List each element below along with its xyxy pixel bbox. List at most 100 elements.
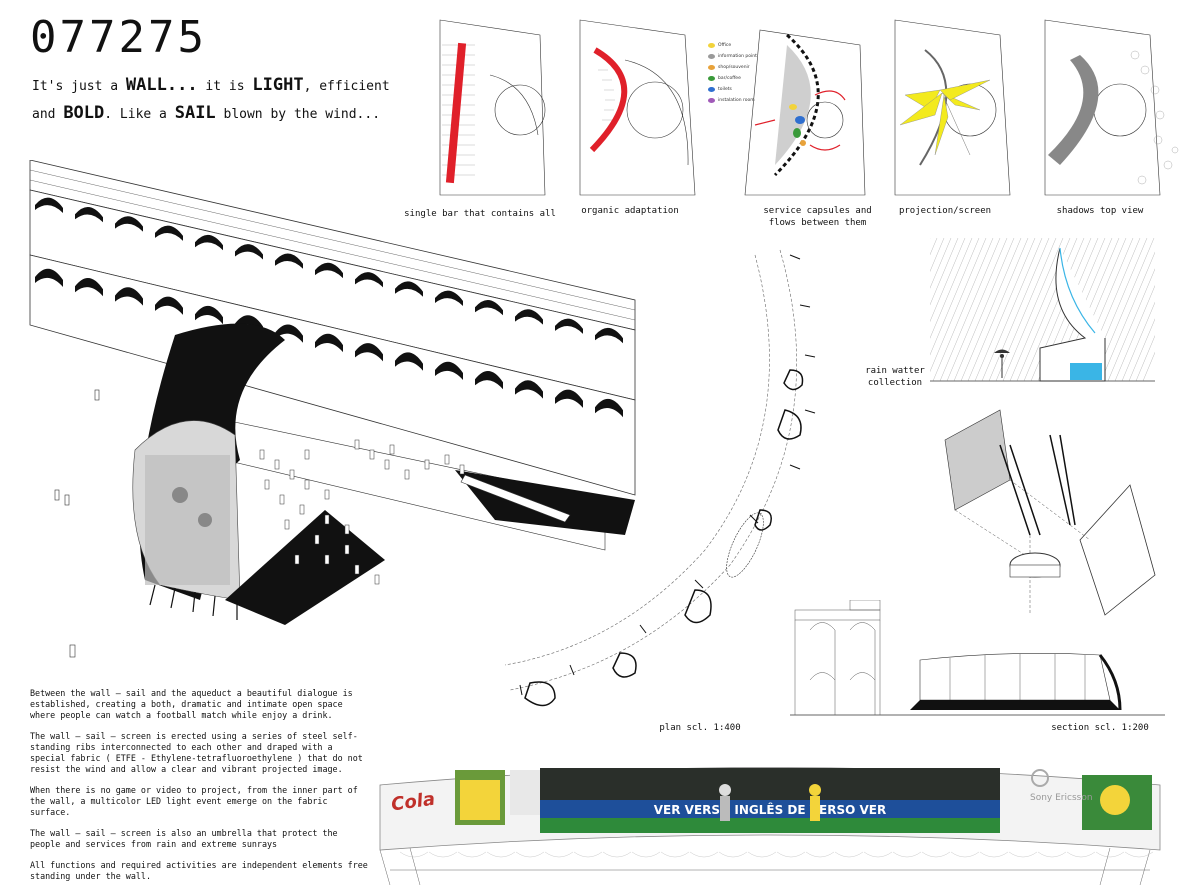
arch-shadow [35,268,63,287]
rain-line [930,238,959,306]
structure-axo [944,409,1156,616]
banner-scallop [457,851,487,858]
legend-label: information point [718,54,757,59]
person-figure [314,534,320,545]
diagram-service-capsules [744,29,866,196]
legend-label: Office [718,43,732,48]
rain-line [953,238,1015,382]
red-bar [445,42,467,184]
arch-shadow [395,281,423,297]
person-figure [279,494,285,505]
legend-swatch [708,43,715,48]
banner-screen: VER VERSO INGLÊS DE VERSO VER Sony Erics… [379,767,1161,885]
rain-line [939,238,1001,382]
rain-section [930,238,1155,383]
red-curve [589,47,628,153]
legend-swatch [708,54,715,59]
diagram-organic-adaptation [579,19,696,196]
rain-label: rain watter collection [865,366,925,388]
person-figure [324,554,330,565]
rain-line [981,238,1043,382]
rain-line [1114,285,1155,382]
banner-scallop [1124,851,1154,858]
banner-scallop [689,851,719,858]
description-paragraph: Between the wall – sail and the aqueduct… [30,688,353,720]
person-figure [374,574,380,585]
banner-scallop [950,851,980,858]
rain-line [1135,335,1155,382]
plan-label: plan scl. 1:400 [659,723,741,733]
banner-scallop [660,851,690,858]
person-figure [344,544,350,555]
arch-shadow [35,197,63,213]
arch-shadow [75,206,103,223]
legend-label: bar/coffee [718,76,741,81]
rain-line [932,238,994,382]
arch-shadow [115,216,143,232]
arch-shadow [355,343,383,362]
legend: Office information point shop/souvenir bar/… [708,40,778,106]
legend-item: toilets [708,84,778,95]
section-label: section scl. 1:200 [1051,723,1149,733]
legend-item: Office [708,40,778,51]
caption-service-capsules: service capsules and flows between them [763,206,872,228]
arch-shadow [195,305,223,325]
legend-item: shop/souvenir [708,62,778,73]
legend-swatch [708,65,715,70]
arch-shadow [515,380,543,399]
banner-scallop [573,851,603,858]
banner-scallop [486,851,516,858]
banner-scallop [747,851,777,858]
arch-shadow [355,272,383,288]
banner-scallop [776,851,806,858]
arch-shadow [555,318,583,334]
arch-shadow [275,253,303,269]
arch-shadow [275,324,303,343]
banner-brand-right: Sony Ericsson [1030,793,1093,803]
banner-scallop [834,851,864,858]
rain-line [1107,268,1155,382]
arch-shadow [315,262,343,279]
axonometric-view [29,160,636,658]
legend-swatch [708,87,715,92]
arch-shadow [115,287,143,306]
person-figure [299,504,305,515]
person-figure [444,454,450,465]
tagline-part: LIGHT [252,75,304,95]
arch-shadow [555,389,583,408]
rain-line [930,238,966,323]
arch-shadow [435,290,463,306]
banner-scallop [1066,851,1096,858]
banner-scallop [1037,851,1067,858]
person-figure [424,459,430,470]
legend-item: instalation room [708,95,778,106]
banner-scallop [1095,851,1125,858]
rain-line [930,238,980,356]
legend-label: shop/souvenir [718,65,750,70]
tagline-part: SAIL [174,103,216,123]
rain-line [930,238,973,339]
banner-scallop [979,851,1009,858]
arch-shadow [155,296,183,315]
banner-scallop [892,851,922,858]
description-paragraph: The wall – sail – screen is erected usin… [30,731,363,774]
tagline-part: . Like a [104,107,175,122]
banner-scallop [805,851,835,858]
diagram-projection-screen [894,19,1011,196]
arch-shadow [315,333,343,353]
person-figure [369,449,375,460]
person-figure [259,449,265,460]
person-figure [384,459,390,470]
rain-line [1121,301,1155,382]
tagline-part: , efficient and [32,79,390,122]
person-figure [459,464,465,475]
description-paragraph: When there is no game or video to projec… [30,785,358,817]
banner-scallop [631,851,661,858]
banner-scallop [1008,851,1038,858]
rain-line [1016,238,1078,382]
rain-line [988,238,1050,382]
caption-organic-adaptation: organic adaptation [581,206,679,216]
banner-scallop [921,851,951,858]
person-figure [389,444,395,455]
description-paragraph: The wall – sail – screen is also an umbr… [30,828,338,849]
